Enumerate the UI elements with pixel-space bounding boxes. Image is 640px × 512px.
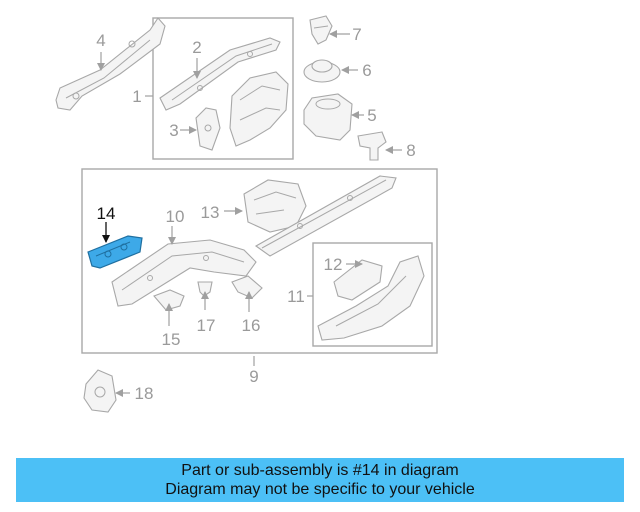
part-9-side-rail[interactable] [254,175,397,257]
callout-11: 11 [287,287,305,306]
caption-line-2: Diagram may not be specific to your vehi… [165,481,475,498]
callout-1: 1 [132,87,141,106]
callout-16: 16 [242,316,261,335]
part-3-bracket[interactable] [195,107,221,151]
group-box-11 [312,242,433,347]
callout-10: 10 [166,207,185,226]
part-5-tower[interactable] [303,93,353,141]
callout-8: 8 [406,141,415,160]
part-14-bracket[interactable] [87,235,143,269]
part-13-bracket[interactable] [243,179,307,233]
caption-line-1: Part or sub-assembly is #14 in diagram [181,462,459,479]
caption-bar: Part or sub-assembly is #14 in diagram D… [16,458,624,502]
part-10-frame-rail[interactable] [111,239,257,307]
callout-12: 12 [324,255,343,274]
part-11-panel[interactable] [317,255,425,341]
callout-2: 2 [192,38,201,57]
part-15-bracket[interactable] [153,289,185,311]
part-4-pillar[interactable] [55,17,166,111]
part-18-splash-shield[interactable] [83,369,117,413]
part-2-upper-rail[interactable] [159,37,281,111]
callout-18: 18 [135,384,154,403]
callout-5: 5 [367,106,376,125]
callout-3: 3 [169,121,178,140]
callout-15: 15 [162,330,181,349]
leader-lines [97,30,402,397]
callout-9: 9 [249,367,258,386]
part-6-mount[interactable] [303,59,341,83]
group-box-1 [152,17,294,160]
part-16-bracket[interactable] [231,275,263,299]
callout-6: 6 [362,61,371,80]
callout-7: 7 [352,25,361,44]
part-1-wheelhouse[interactable] [229,71,289,147]
part-8-bracket[interactable] [357,131,387,161]
callout-13: 13 [201,203,220,222]
part-7-clip[interactable] [309,15,333,45]
callout-14: 14 [97,204,116,223]
group-box-9 [81,168,438,354]
callout-17: 17 [197,316,216,335]
callout-4: 4 [96,31,105,50]
